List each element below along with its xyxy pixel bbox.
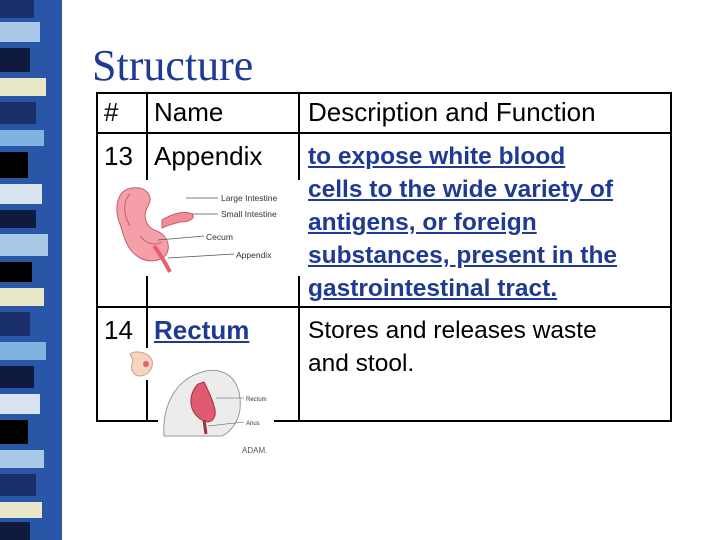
label-small-intestine: Small Intestine	[221, 209, 277, 219]
row-number: 14	[104, 315, 133, 345]
label-large-intestine: Large Intestine	[221, 193, 278, 203]
header-name: Name	[154, 97, 224, 127]
row-name: Appendix	[154, 141, 263, 171]
slide-title: Structure	[92, 41, 254, 90]
rectum-description: Stores and releases waste and stool.	[308, 317, 597, 377]
structure-table: # Name Description and Function 13 Appen…	[96, 92, 672, 422]
rectum-diagram-image: Rectum Anus	[158, 368, 274, 438]
label-rectum: Rectum	[246, 397, 267, 403]
header-description: Description and Function	[308, 97, 596, 127]
label-cecum: Cecum	[206, 232, 233, 242]
row-number: 13	[104, 141, 133, 171]
label-anus: Anus	[246, 421, 260, 427]
rectum-link[interactable]: Rectum	[154, 315, 250, 345]
label-appendix: Appendix	[236, 250, 272, 260]
appendix-diagram-image: Large Intestine Small Intestine Cecum Ap…	[106, 180, 302, 276]
body-silhouette-image	[126, 348, 158, 380]
appendix-description[interactable]: to expose white blood cells to the wide …	[308, 143, 618, 302]
decorative-side-strip	[0, 0, 62, 540]
adam-credit: ADAM.	[242, 446, 268, 455]
header-number: #	[104, 97, 119, 127]
